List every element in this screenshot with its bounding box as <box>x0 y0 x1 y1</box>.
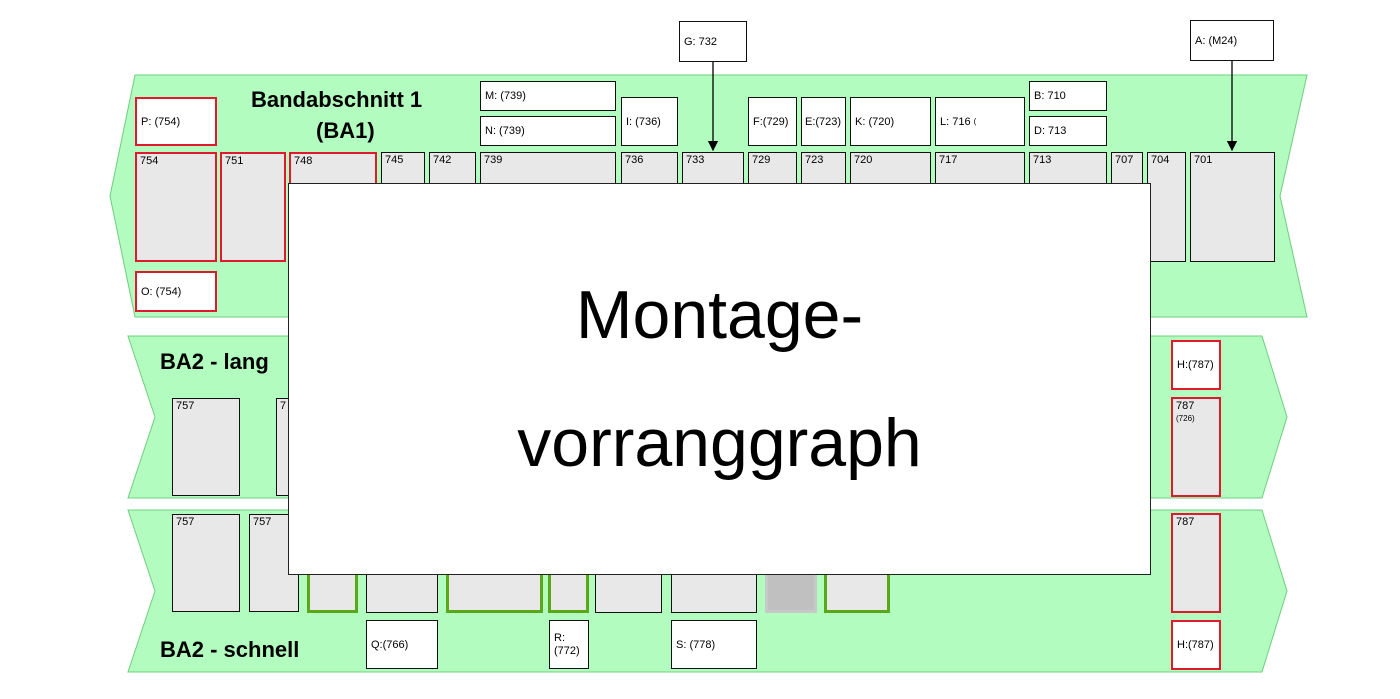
label-g: G: 732 <box>679 21 747 62</box>
ba2-lang-title: BA2 - lang <box>160 349 269 374</box>
ba1-title-line2: (BA1) <box>316 118 375 143</box>
ba1-title-line1: Bandabschnitt 1 <box>251 87 423 112</box>
label-l-sub: ( <box>973 117 977 126</box>
label-h-schnell: H:(787) <box>1171 620 1221 670</box>
station-704: 704 <box>1147 152 1186 262</box>
label-l: L: 716 ( <box>935 97 1025 146</box>
label-f: F:(729) <box>748 97 797 146</box>
label-r: R: (772) <box>549 620 589 669</box>
label-h-lang: H:(787) <box>1171 340 1221 390</box>
station-787-sub: (726) <box>1176 414 1195 423</box>
overlay-title-line1: Montage- <box>575 277 864 353</box>
station-701: 701 <box>1190 152 1275 262</box>
label-e: E:(723) <box>801 97 846 146</box>
title-overlay: Montage- vorranggraph <box>288 183 1151 575</box>
station-787-lang: 787 (726) <box>1171 397 1221 497</box>
station-757-lang: 757 <box>172 398 240 496</box>
label-n: N: (739) <box>480 116 616 146</box>
overlay-title-line2: vorranggraph <box>517 405 922 481</box>
label-i: I: (736) <box>621 97 678 146</box>
label-a: A: (M24) <box>1190 20 1274 61</box>
label-q: Q:(766) <box>366 620 438 669</box>
ba2-schnell-title: BA2 - schnell <box>160 637 300 662</box>
station-751: 751 <box>220 152 286 262</box>
label-k: K: (720) <box>850 97 931 146</box>
station-787-schnell: 787 <box>1171 513 1221 613</box>
station-757-schnell-a: 757 <box>172 514 240 612</box>
label-m: M: (739) <box>480 81 616 111</box>
label-p: P: (754) <box>135 97 217 146</box>
station-754: 754 <box>135 152 217 262</box>
label-d: D: 713 <box>1029 116 1107 146</box>
label-o: O: (754) <box>135 271 217 312</box>
label-b: B: 710 <box>1029 81 1107 111</box>
label-s: S: (778) <box>671 620 757 669</box>
